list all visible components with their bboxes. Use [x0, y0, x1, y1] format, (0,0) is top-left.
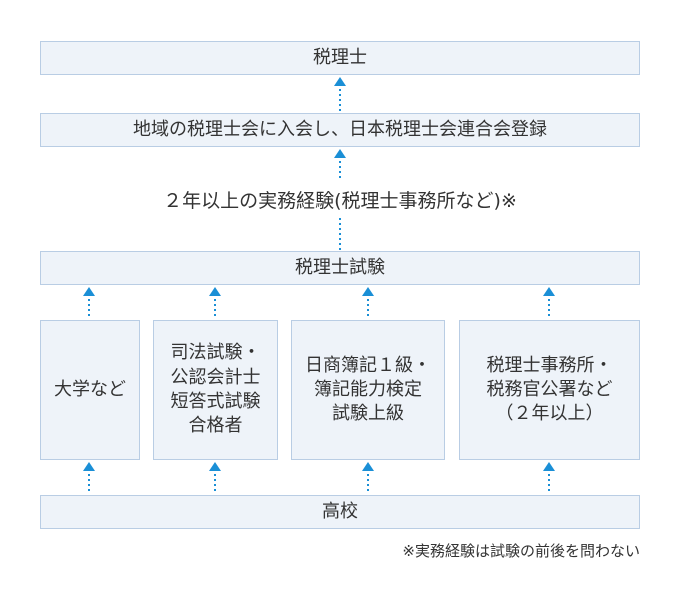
experience-label: ２年以上の実務経験(税理士事務所など)※ — [163, 190, 517, 212]
box-exam-label: 税理士試験 — [295, 256, 385, 278]
arrow-up-icon — [83, 462, 95, 494]
arrow-up-icon — [362, 462, 374, 494]
box-bookkeeping: 日商簿記１級・ 簿記能力検定 試験上級 — [291, 320, 445, 460]
box-university: 大学など — [40, 320, 140, 460]
arrow-up-icon — [334, 149, 346, 181]
arrow-up-icon — [543, 462, 555, 494]
footnote: ※実務経験は試験の前後を問わない — [402, 542, 640, 560]
box-registration-label: 地域の税理士会に入会し、日本税理士会連合会登録 — [133, 118, 547, 140]
box-tax-accountant: 税理士 — [40, 41, 640, 75]
box-office: 税理士事務所・ 税務官公署など （２年以上） — [459, 320, 640, 460]
box-registration: 地域の税理士会に入会し、日本税理士会連合会登録 — [40, 113, 640, 147]
box-exam: 税理士試験 — [40, 251, 640, 285]
box-tax-accountant-label: 税理士 — [313, 46, 367, 68]
arrow-up-icon — [543, 287, 555, 319]
arrow-up-icon — [334, 77, 346, 113]
arrow-line-icon — [334, 218, 346, 250]
box-bookkeeping-label: 日商簿記１級・ 簿記能力検定 試験上級 — [305, 354, 431, 425]
box-judicial: 司法試験・ 公認会計士 短答式試験 合格者 — [153, 320, 278, 460]
arrow-up-icon — [209, 287, 221, 319]
box-judicial-label: 司法試験・ 公認会計士 短答式試験 合格者 — [170, 342, 261, 437]
box-high-school: 高校 — [40, 495, 640, 529]
arrow-up-icon — [209, 462, 221, 494]
arrow-up-icon — [83, 287, 95, 319]
arrow-up-icon — [362, 287, 374, 319]
box-office-label: 税理士事務所・ 税務官公署など （２年以上） — [486, 354, 613, 425]
box-university-label: 大学など — [54, 378, 126, 400]
box-high-school-label: 高校 — [322, 500, 358, 522]
